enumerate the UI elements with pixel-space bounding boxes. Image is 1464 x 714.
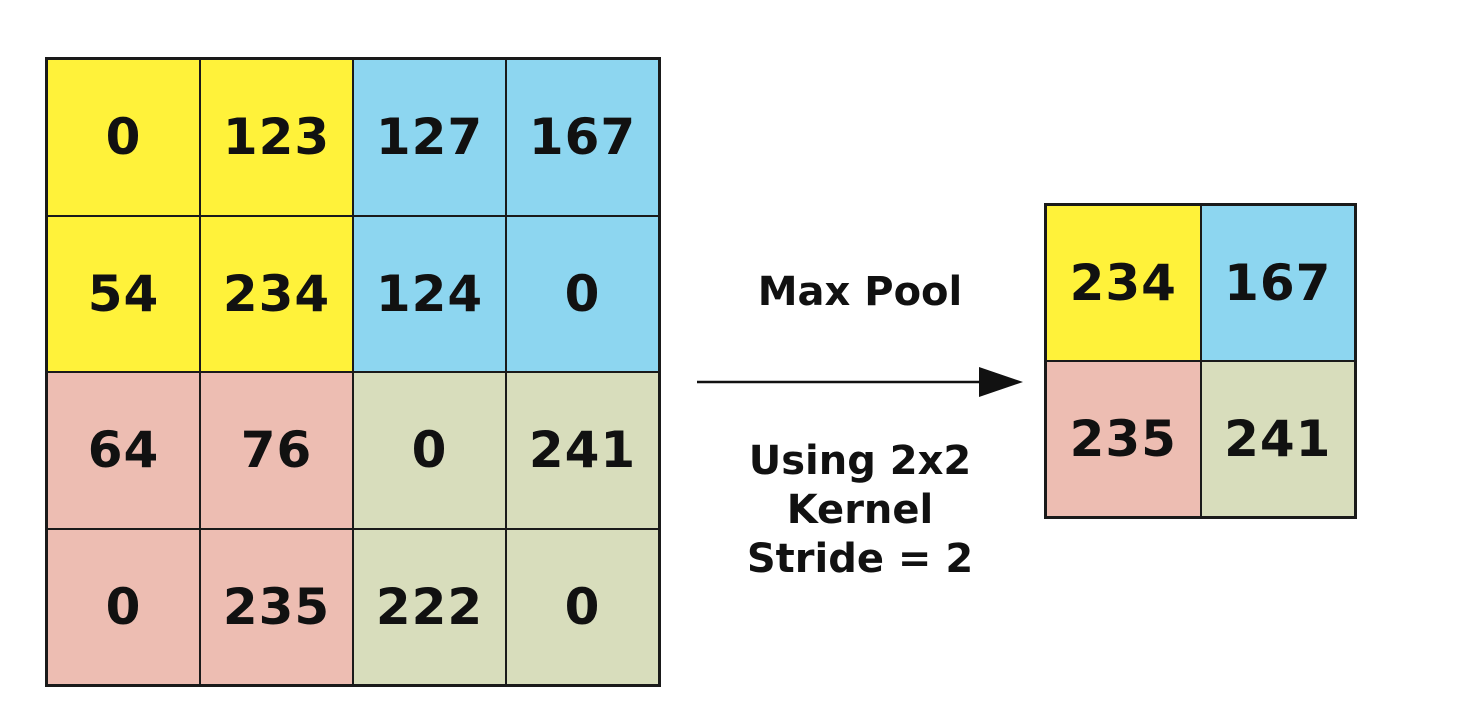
output-cell: 241 (1200, 361, 1355, 517)
input-cell: 222 (353, 528, 506, 685)
kernel-label: Kernel (786, 486, 934, 533)
right-arrow-icon (697, 367, 1023, 397)
stride-label: Stride = 2 (746, 535, 974, 582)
input-cell: 0 (506, 215, 659, 372)
output-cell: 167 (1200, 205, 1355, 361)
operation-title: Max Pool (757, 269, 963, 315)
output-cell: 234 (1046, 205, 1201, 361)
input-cell: 64 (47, 372, 200, 529)
input-cell: 235 (200, 528, 353, 685)
input-cell: 234 (200, 215, 353, 372)
input-cell: 0 (353, 372, 506, 529)
input-cell: 123 (200, 59, 353, 216)
operation-details: Using 2x2 Kernel Stride = 2 (730, 437, 990, 583)
input-cell: 167 (506, 59, 659, 216)
input-cell: 54 (47, 215, 200, 372)
input-cell: 0 (47, 59, 200, 216)
input-cell: 241 (506, 372, 659, 529)
input-cell: 0 (506, 528, 659, 685)
input-matrix: 0 123 127 167 54 234 124 0 64 76 0 241 0… (45, 57, 661, 687)
input-cell: 124 (353, 215, 506, 372)
output-cell: 235 (1046, 361, 1201, 517)
input-cell: 127 (353, 59, 506, 216)
output-matrix: 234 167 235 241 (1044, 203, 1357, 519)
input-cell: 76 (200, 372, 353, 529)
input-cell: 0 (47, 528, 200, 685)
kernel-size-label: Using 2x2 (748, 438, 972, 484)
